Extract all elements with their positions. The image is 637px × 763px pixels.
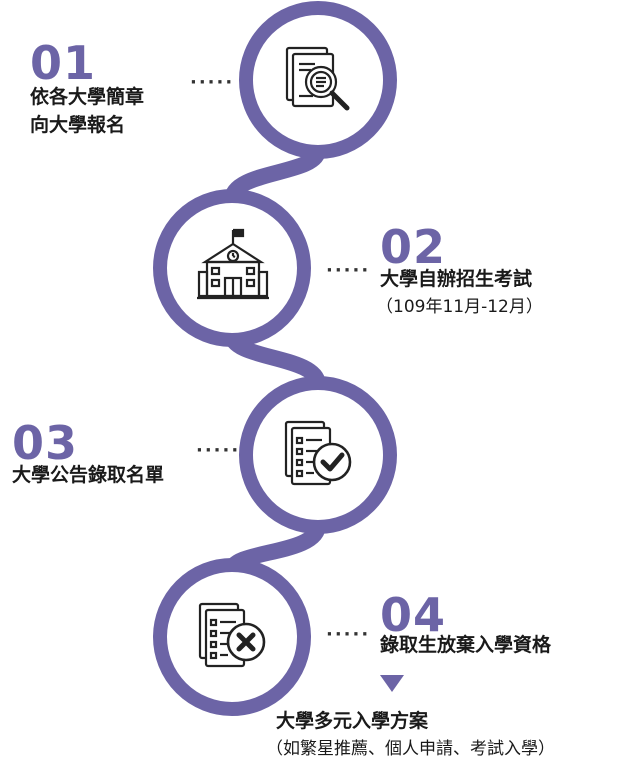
step-4-number: 04 <box>380 588 447 642</box>
step-1-label-line-1: 依各大學簡章 <box>30 86 145 108</box>
step-2-label: 大學自辦招生考試 <box>380 268 533 290</box>
step-3-number: 03 <box>12 416 79 470</box>
checklist-rejected-icon <box>198 602 266 668</box>
step-3-label: 大學公告錄取名單 <box>12 464 165 486</box>
result-title: 大學多元入學方案 <box>276 710 429 732</box>
step-4-label: 錄取生放棄入學資格 <box>380 634 552 656</box>
step-3-dots: ····· <box>196 440 241 461</box>
step-2-dots: ····· <box>326 260 371 281</box>
document-magnifier-icon <box>285 46 350 111</box>
checklist-approved-icon <box>284 420 352 486</box>
triangle-down-icon <box>380 675 404 692</box>
step-1-dots: ····· <box>190 72 235 93</box>
step-2-number: 02 <box>380 220 447 274</box>
university-building-icon <box>197 228 269 300</box>
result-subtitle: （如繁星推薦、個人申請、考試入學） <box>266 739 555 759</box>
step-1-number: 01 <box>30 36 97 90</box>
step-circle-2 <box>153 189 311 347</box>
step-4-dots: ····· <box>326 624 371 645</box>
step-2-subtitle: （109年11月-12月） <box>376 297 543 317</box>
step-1-label-line-2: 向大學報名 <box>30 114 126 136</box>
